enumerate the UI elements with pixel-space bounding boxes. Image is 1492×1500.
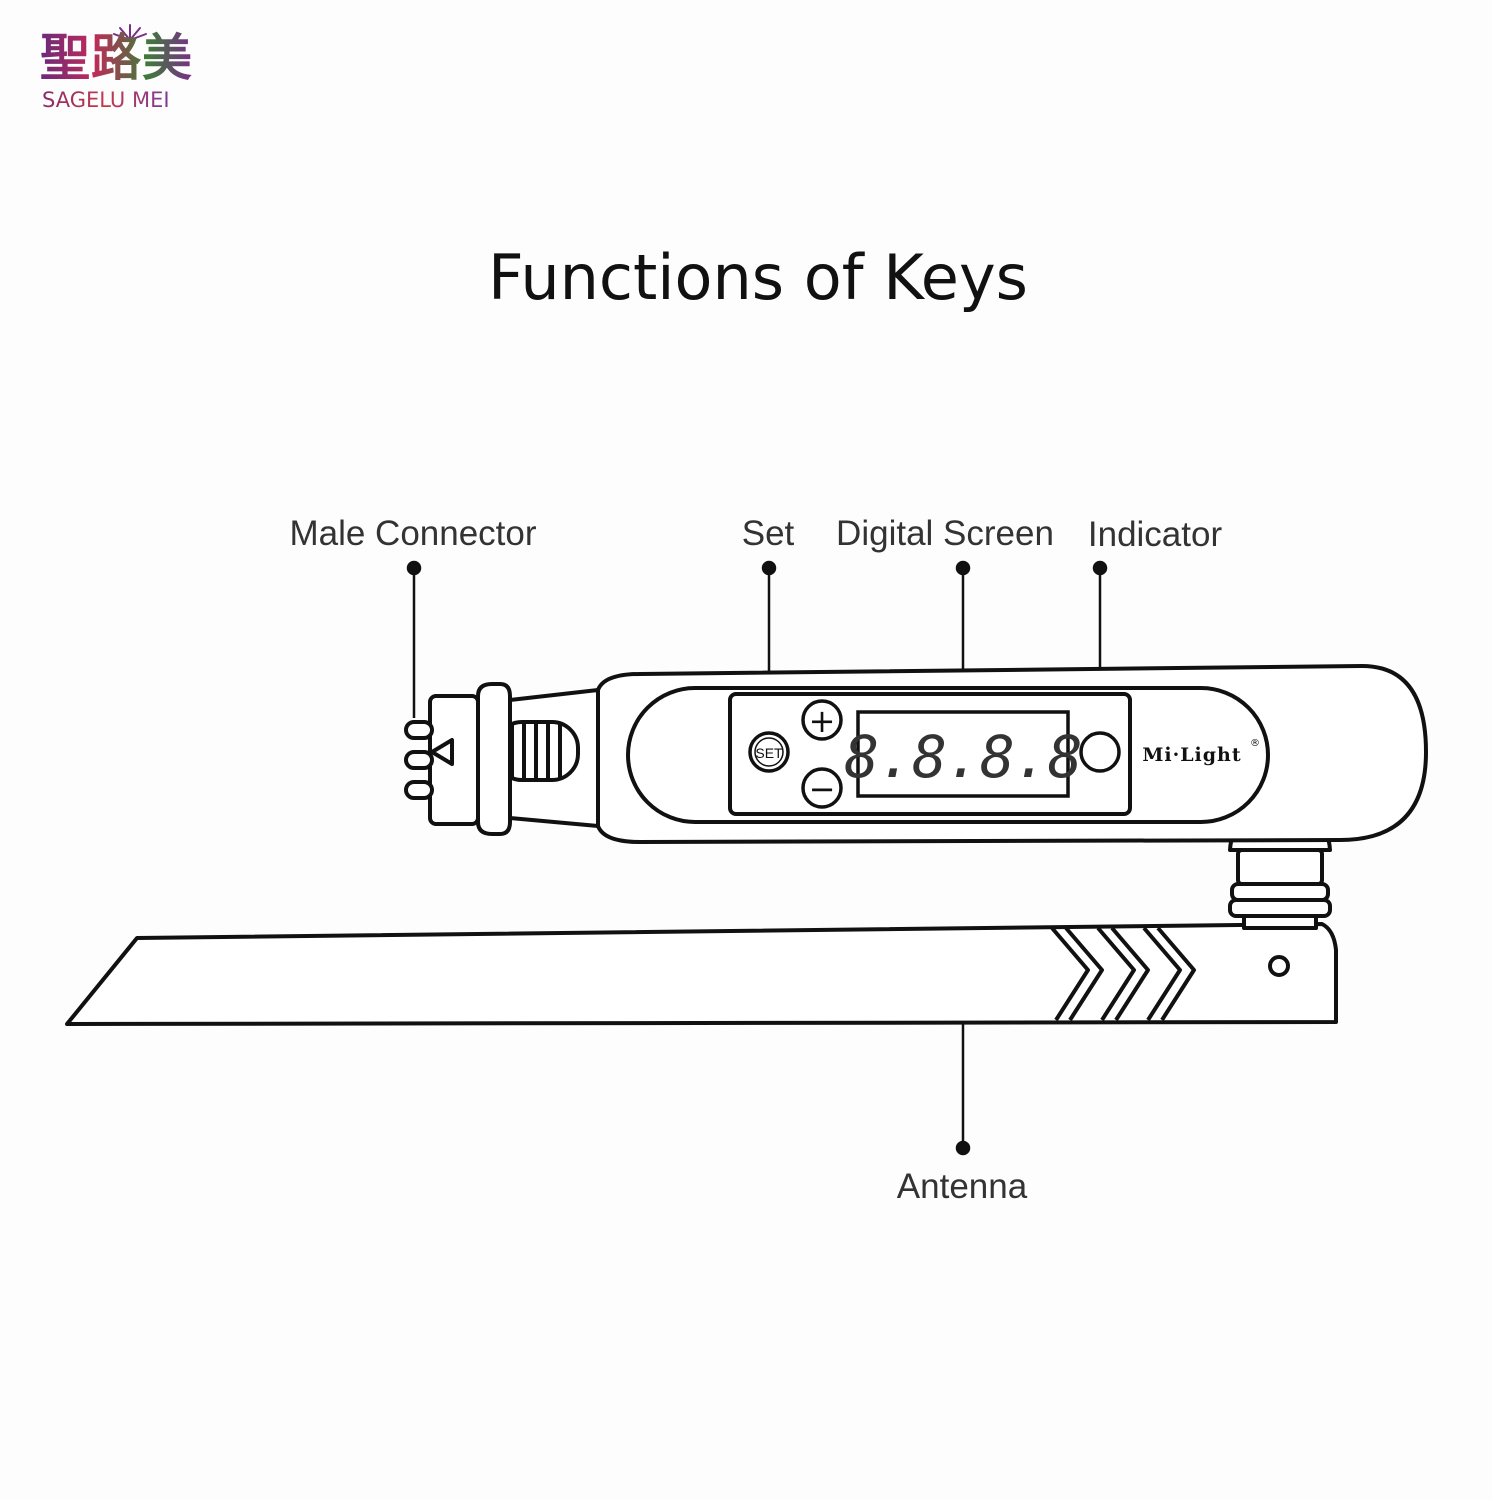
label-antenna: Antenna bbox=[897, 1167, 1028, 1206]
set-button[interactable]: SET bbox=[748, 731, 790, 773]
page-title: Functions of Keys bbox=[488, 241, 1028, 314]
brand-name-en: SAGELU MEI bbox=[42, 88, 170, 112]
label-set: Set bbox=[742, 514, 795, 553]
plus-button[interactable]: + bbox=[801, 699, 843, 741]
label-digital-screen: Digital Screen bbox=[836, 514, 1054, 553]
device-brand-registered: ® bbox=[1250, 738, 1260, 749]
set-button-label: SET bbox=[755, 745, 783, 761]
minus-button-label: − bbox=[809, 770, 836, 808]
leader-male-connector bbox=[406, 560, 422, 718]
antenna bbox=[65, 922, 1338, 1026]
digital-screen: 8.8.8.8 bbox=[844, 710, 1083, 798]
label-indicator: Indicator bbox=[1088, 515, 1223, 554]
antenna-hole-icon bbox=[1268, 955, 1290, 977]
indicator-light-icon bbox=[1079, 731, 1121, 773]
plus-button-label: + bbox=[809, 702, 836, 740]
logo-rays-icon bbox=[113, 24, 147, 41]
connector-arrow-icon bbox=[430, 738, 454, 766]
device-brand-mark: Mi·Light bbox=[1142, 744, 1241, 766]
minus-button[interactable]: − bbox=[801, 767, 843, 809]
screen-digits: 8.8.8.8 bbox=[844, 723, 1081, 791]
brand-name-cn: 聖路美 bbox=[40, 29, 193, 87]
label-male-connector: Male Connector bbox=[289, 514, 536, 553]
brand-logo: 聖路美 SAGELU MEI bbox=[40, 22, 215, 117]
male-connector bbox=[404, 682, 600, 836]
